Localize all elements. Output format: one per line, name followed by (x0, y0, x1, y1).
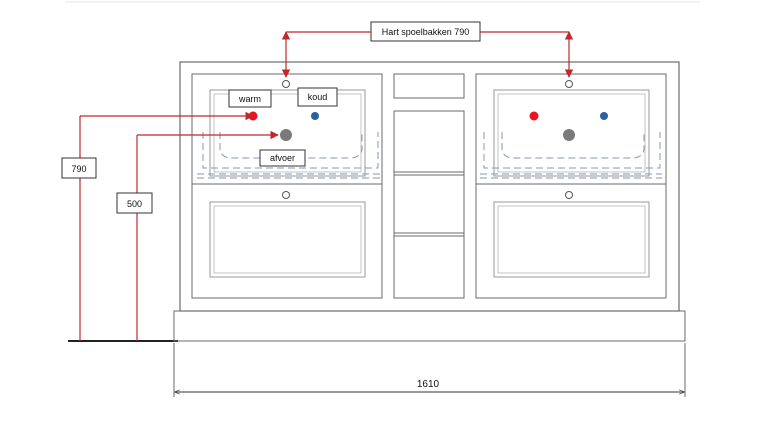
right-drawer-panel (493, 201, 650, 278)
left-sink-panel-inner (213, 93, 362, 173)
left-drawer-panel (209, 201, 366, 278)
right-basin-outline (483, 132, 661, 169)
height-790-label: 790 (71, 164, 86, 174)
warm-label-box (228, 89, 272, 108)
koud-label-box (297, 87, 338, 107)
middle-top-drawer (393, 73, 465, 99)
hart-label: Hart spoelbakken 790 (382, 27, 470, 37)
right-sink-panel-inner (497, 93, 646, 173)
height-790-box (61, 157, 97, 179)
right-koud-tap-icon (600, 112, 608, 120)
cabinet-plinth (173, 310, 686, 342)
width-1610-label: 1610 (417, 379, 440, 390)
afvoer-drain-icon (280, 129, 292, 141)
height-500-label: 500 (127, 199, 142, 209)
warm-label: warm (238, 94, 261, 104)
right-basin-inner (501, 132, 645, 159)
left-drawer-knob (282, 191, 290, 199)
cabinet-body (179, 61, 680, 312)
right-drawer-knob (565, 191, 573, 199)
right-afvoer-drain-icon (563, 129, 575, 141)
right-warm-tap-icon (529, 111, 539, 121)
height-500-box (116, 192, 153, 214)
left-section (191, 73, 383, 299)
right-drawer-panel-inner (497, 205, 646, 274)
left-top-knob (282, 80, 290, 88)
left-sink-panel (209, 89, 366, 177)
koud-label: koud (308, 92, 328, 102)
middle-column (393, 110, 465, 299)
right-section (475, 73, 667, 299)
afvoer-label-box (259, 149, 306, 167)
left-drawer-panel-inner (213, 205, 362, 274)
left-basin-outline (202, 132, 379, 169)
right-top-knob (565, 80, 573, 88)
right-sink-panel (493, 89, 650, 177)
koud-tap-icon (311, 112, 319, 120)
afvoer-label: afvoer (270, 153, 295, 163)
